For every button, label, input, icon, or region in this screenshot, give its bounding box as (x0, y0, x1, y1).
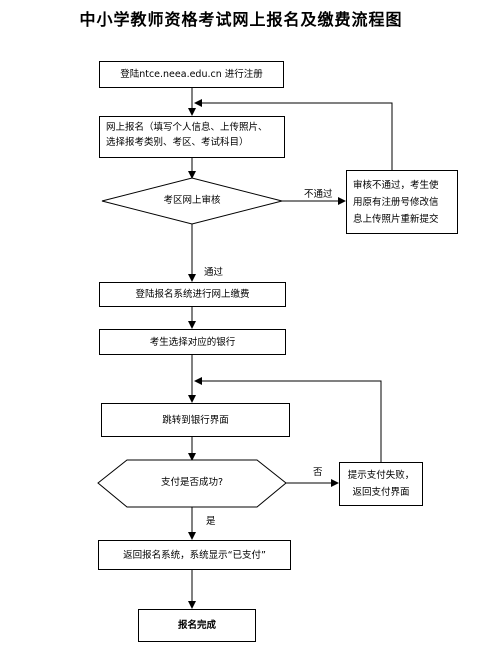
pay-fail-step: 提示支付失败， 返回支付界面 (339, 462, 423, 506)
pay-fail-line-2: 返回支付界面 (352, 487, 410, 498)
signup-step-line-1: 网上报名（填写个人信息、上传照片、 (106, 122, 268, 133)
choose-bank-step: 考生选择对应的银行 (99, 329, 286, 355)
label-pass: 通过 (204, 267, 224, 278)
login-pay-step: 登陆报名系统进行网上缴费 (99, 282, 286, 307)
paid-step: 返回报名系统，系统显示“已支付” (98, 540, 291, 570)
pay-decision-diamond (97, 459, 287, 508)
login-pay-step-label: 登陆报名系统进行网上缴费 (135, 289, 250, 300)
arrow-fail-loop-back (194, 99, 393, 170)
review-fail-line-2: 用原有注册号修改信 (353, 197, 439, 208)
register-step: 登陆ntce.neea.edu.cn 进行注册 (99, 61, 284, 88)
pay-fail-line-1: 提示支付失败， (347, 470, 415, 481)
review-diamond-label: 考区网上审核 (163, 195, 221, 206)
label-no: 否 (313, 467, 323, 478)
label-yes: 是 (206, 516, 216, 527)
signup-step: 网上报名（填写个人信息、上传照片、 选择报考类别、考区、考试科目） (99, 116, 285, 158)
review-fail-line-1: 审核不通过，考生使 (353, 180, 439, 191)
arrow-payfail-loop-back (194, 377, 382, 462)
label-not-pass: 不通过 (304, 189, 333, 200)
done-step-label: 报名完成 (177, 620, 216, 631)
review-fail-step: 审核不通过，考生使 用原有注册号修改信 息上传照片重新提交 (346, 170, 458, 234)
paid-step-label: 返回报名系统，系统显示“已支付” (123, 549, 266, 561)
bank-page-step-label: 跳转到银行界面 (162, 414, 229, 426)
choose-bank-step-label: 考生选择对应的银行 (149, 336, 236, 348)
review-diamond (101, 177, 283, 225)
signup-step-line-2: 选择报考类别、考区、考试科目） (106, 137, 249, 148)
page-title: 中小学教师资格考试网上报名及缴费流程图 (79, 10, 403, 29)
done-step: 报名完成 (138, 609, 256, 642)
register-step-label: 登陆ntce.neea.edu.cn 进行注册 (120, 69, 263, 80)
review-fail-line-3: 息上传照片重新提交 (353, 214, 439, 225)
bank-page-step: 跳转到银行界面 (101, 403, 290, 437)
pay-decision-label: 支付是否成功? (160, 477, 224, 488)
